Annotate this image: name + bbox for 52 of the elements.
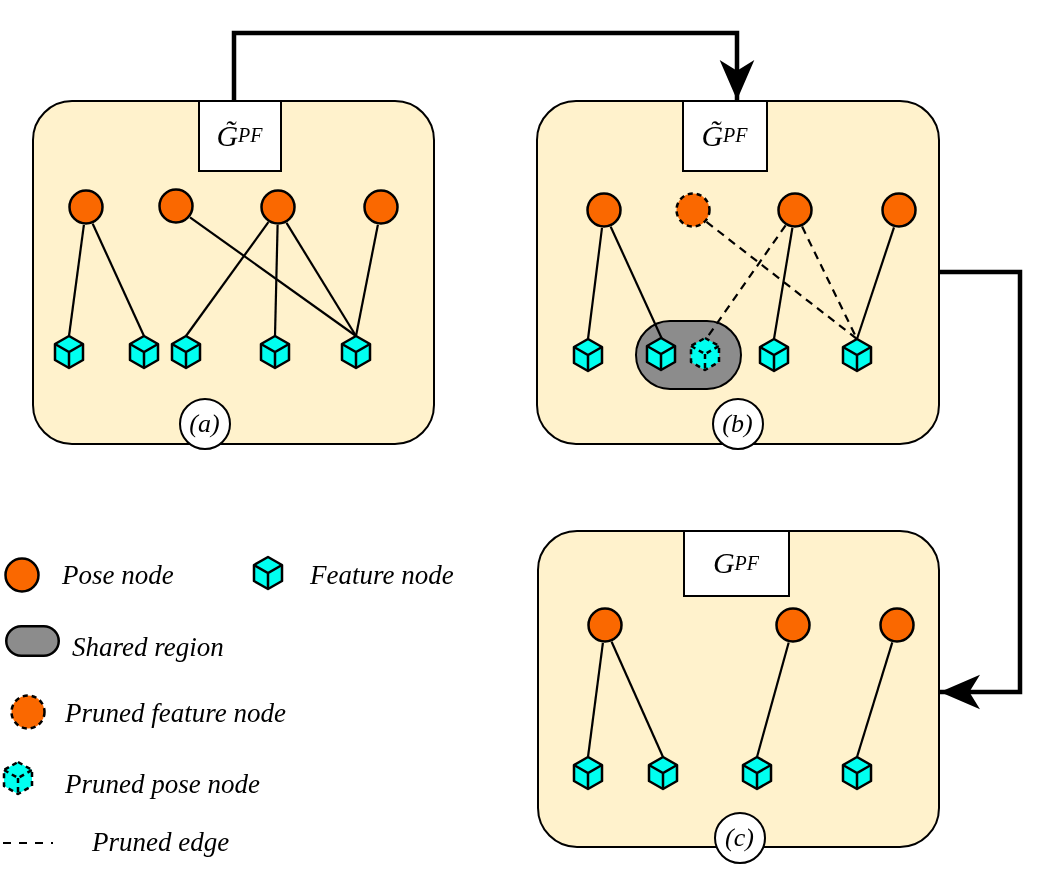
feature-node xyxy=(647,755,678,790)
flow-arrow xyxy=(940,269,1023,710)
feature-node xyxy=(170,334,201,369)
legend-label: Feature node xyxy=(310,562,454,589)
graph-edge xyxy=(755,642,790,758)
graph-edge xyxy=(285,222,357,337)
graph-edge xyxy=(855,642,894,758)
graph-edge xyxy=(185,221,270,337)
feature-node xyxy=(646,337,676,371)
feature-node xyxy=(758,337,789,372)
graph-edge xyxy=(273,224,279,337)
feature-node xyxy=(53,334,84,369)
graph-edge xyxy=(609,226,663,340)
pose-node xyxy=(880,191,917,228)
legend-label: Pruned feature node xyxy=(65,700,286,727)
graph-edge xyxy=(855,226,896,340)
graph-edge xyxy=(772,227,794,340)
panel-label: (c) xyxy=(713,811,766,864)
graph-edge xyxy=(610,641,664,758)
feature-node xyxy=(128,334,159,369)
graph-edge xyxy=(67,224,85,337)
graph-edge xyxy=(91,223,145,337)
panel-label: (b) xyxy=(711,397,764,450)
pose-node xyxy=(585,191,622,228)
legend-label: Pruned edge xyxy=(92,829,230,856)
pose-node xyxy=(157,187,194,224)
graph-edge xyxy=(189,216,357,337)
pose-node xyxy=(67,188,104,225)
pose-node xyxy=(774,606,811,643)
flow-arrow xyxy=(231,30,755,100)
feature-node xyxy=(841,337,872,372)
feature-node xyxy=(572,755,603,790)
legend-label: Shared region xyxy=(72,634,224,661)
pose-node xyxy=(362,188,399,225)
feature-node xyxy=(572,337,603,372)
pose-node xyxy=(776,191,813,228)
feature-node xyxy=(259,334,290,369)
pruned-pose-node xyxy=(674,191,711,228)
pose-node xyxy=(878,606,915,643)
pose-node xyxy=(259,188,296,225)
graph-edge xyxy=(586,642,604,758)
feature-node xyxy=(340,334,371,369)
graph-edge xyxy=(586,227,604,340)
pruned-edge xyxy=(705,221,858,340)
legend-label: Pruned pose node xyxy=(65,771,260,798)
panel-label: (a) xyxy=(178,397,231,450)
pose-node xyxy=(586,606,623,643)
legend-label: Pose node xyxy=(62,562,174,589)
graph-edge xyxy=(354,224,379,337)
pruned-feature-node xyxy=(690,337,720,371)
feature-node xyxy=(741,755,772,790)
feature-node xyxy=(841,755,872,790)
